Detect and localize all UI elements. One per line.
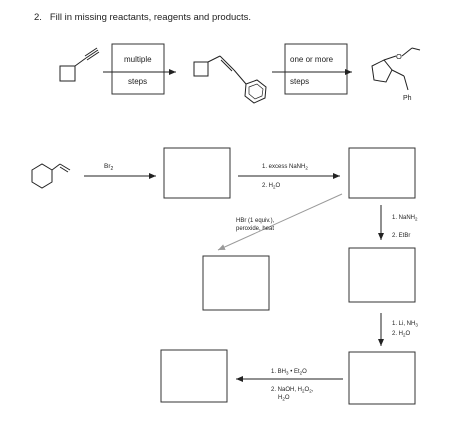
question-prompt: Fill in missing reactants, reagents and …	[49, 12, 252, 23]
multiple-steps-line1: multiple	[124, 55, 152, 64]
question-number: 2.	[34, 12, 42, 23]
reagent-li-nh3: 1. Li, NH3	[392, 321, 418, 328]
answer-box-e[interactable]	[348, 351, 416, 405]
alkenyl-benzene-intermediate-structure	[193, 55, 267, 104]
cyclopentyl-ether-product-structure	[371, 47, 421, 91]
answer-box-b[interactable]	[348, 147, 416, 199]
arrow-diagonal-hbr	[217, 193, 343, 251]
reagent-peroxide-heat: peroxide, heat	[236, 226, 274, 232]
br2-reagent: Br2	[104, 163, 114, 172]
one-or-more-steps-line1: one or more	[290, 55, 334, 64]
answer-box-d[interactable]	[348, 247, 416, 303]
vinylcyclohexane-structure	[31, 163, 71, 189]
phenyl-label: Ph	[403, 95, 412, 102]
reagent-h2o-3: H2O	[278, 395, 290, 402]
reagent-h2o-1: 2. H2O	[262, 183, 281, 190]
answer-box-f[interactable]	[160, 349, 228, 403]
answer-box-a[interactable]	[163, 147, 231, 199]
multiple-steps-box: multiple steps	[111, 43, 165, 95]
reagent-h2o-2: 2. H2O	[392, 331, 411, 338]
reagent-nanh2: 1. NaNH2	[392, 215, 418, 222]
question-title: 2. Fill in missing reactants, reagents a…	[34, 12, 251, 23]
multiple-steps-line2: steps	[128, 77, 147, 86]
ether-oxygen-label: O	[396, 52, 402, 61]
one-or-more-steps-box: one or more steps	[284, 43, 348, 95]
reagent-etbr: 2. EtBr	[392, 233, 410, 239]
one-or-more-steps-line2: steps	[290, 77, 309, 86]
reagent-bh3-et2o: 1. BH3 • Et2O	[271, 369, 307, 376]
reagent-naoh-h2o2: 2. NaOH, H2O2,	[271, 387, 314, 394]
reagent-hbr: HBr (1 equiv.),	[236, 218, 275, 224]
ethynylcyclobutane-structure	[59, 47, 100, 82]
reagent-excess-nanh2: 1. excess NaNH2	[262, 164, 308, 171]
answer-box-c[interactable]	[202, 255, 270, 311]
